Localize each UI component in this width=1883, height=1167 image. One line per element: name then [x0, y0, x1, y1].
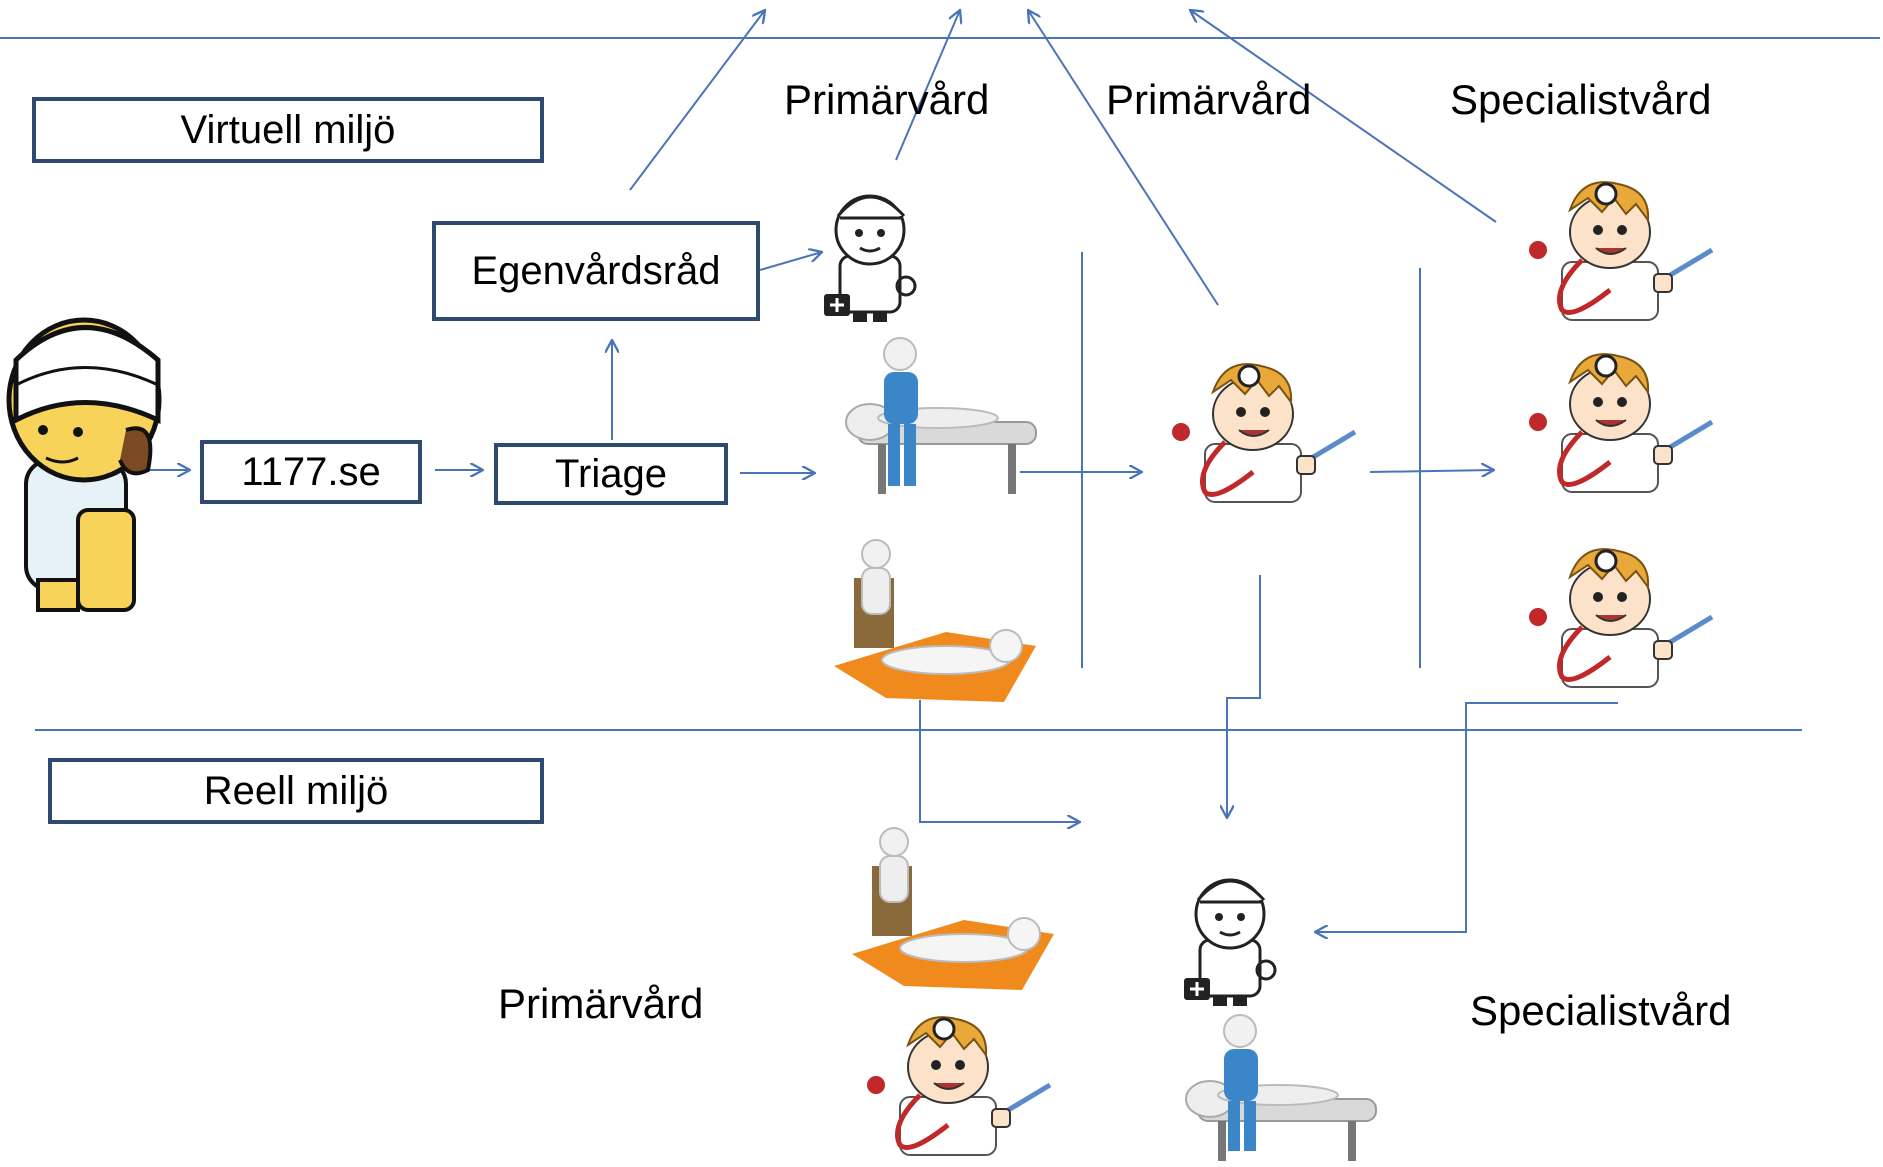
patient-icon — [6, 317, 162, 612]
triage-box: Triage — [494, 443, 728, 505]
virtual-environment-box: Virtuell miljö — [32, 97, 544, 163]
egenvard-box: Egenvårdsråd — [432, 221, 760, 321]
therapy-icon-virtual — [834, 539, 1036, 702]
label-primar-1: Primärvård — [784, 76, 990, 123]
real-environment-box: Reell miljö — [48, 758, 544, 824]
nurse-icon-virtual — [824, 194, 917, 322]
arrow-specialist-primar-up — [1028, 10, 1219, 306]
arrow-egenvard-up — [629, 10, 765, 191]
physio-icon-virtual — [845, 337, 1037, 494]
doctor-icon-specialist-1 — [1529, 181, 1714, 321]
arrow-therapy-to-real — [919, 700, 1080, 822]
doctor-icon-real — [867, 1016, 1052, 1156]
doctor-icon-specialist-2 — [1529, 353, 1714, 493]
physio-icon-real — [1185, 1014, 1377, 1161]
doctor-icon-virtual-primary — [1172, 363, 1357, 503]
label-primar-2: Primärvård — [1106, 76, 1312, 123]
arrow-doctor-to-real-nurse — [1227, 575, 1261, 818]
label-special-2: Specialistvård — [1470, 987, 1732, 1034]
label-primar-3: Primärvård — [498, 980, 704, 1027]
nurse-icon-real — [1184, 878, 1277, 1006]
arrow-egenvard-to-nurse — [759, 252, 822, 271]
label-special-1: Specialistvård — [1450, 76, 1712, 123]
arrow-nurse-up — [895, 10, 960, 161]
site-box: 1177.se — [200, 440, 422, 504]
arrow-doctor-to-specialist — [1369, 470, 1494, 472]
therapy-icon-real — [852, 827, 1054, 990]
doctor-icon-specialist-3 — [1529, 548, 1714, 688]
arrow-specialist-to-real-nurse — [1315, 702, 1618, 932]
arrow-specialist-up — [1190, 10, 1497, 223]
